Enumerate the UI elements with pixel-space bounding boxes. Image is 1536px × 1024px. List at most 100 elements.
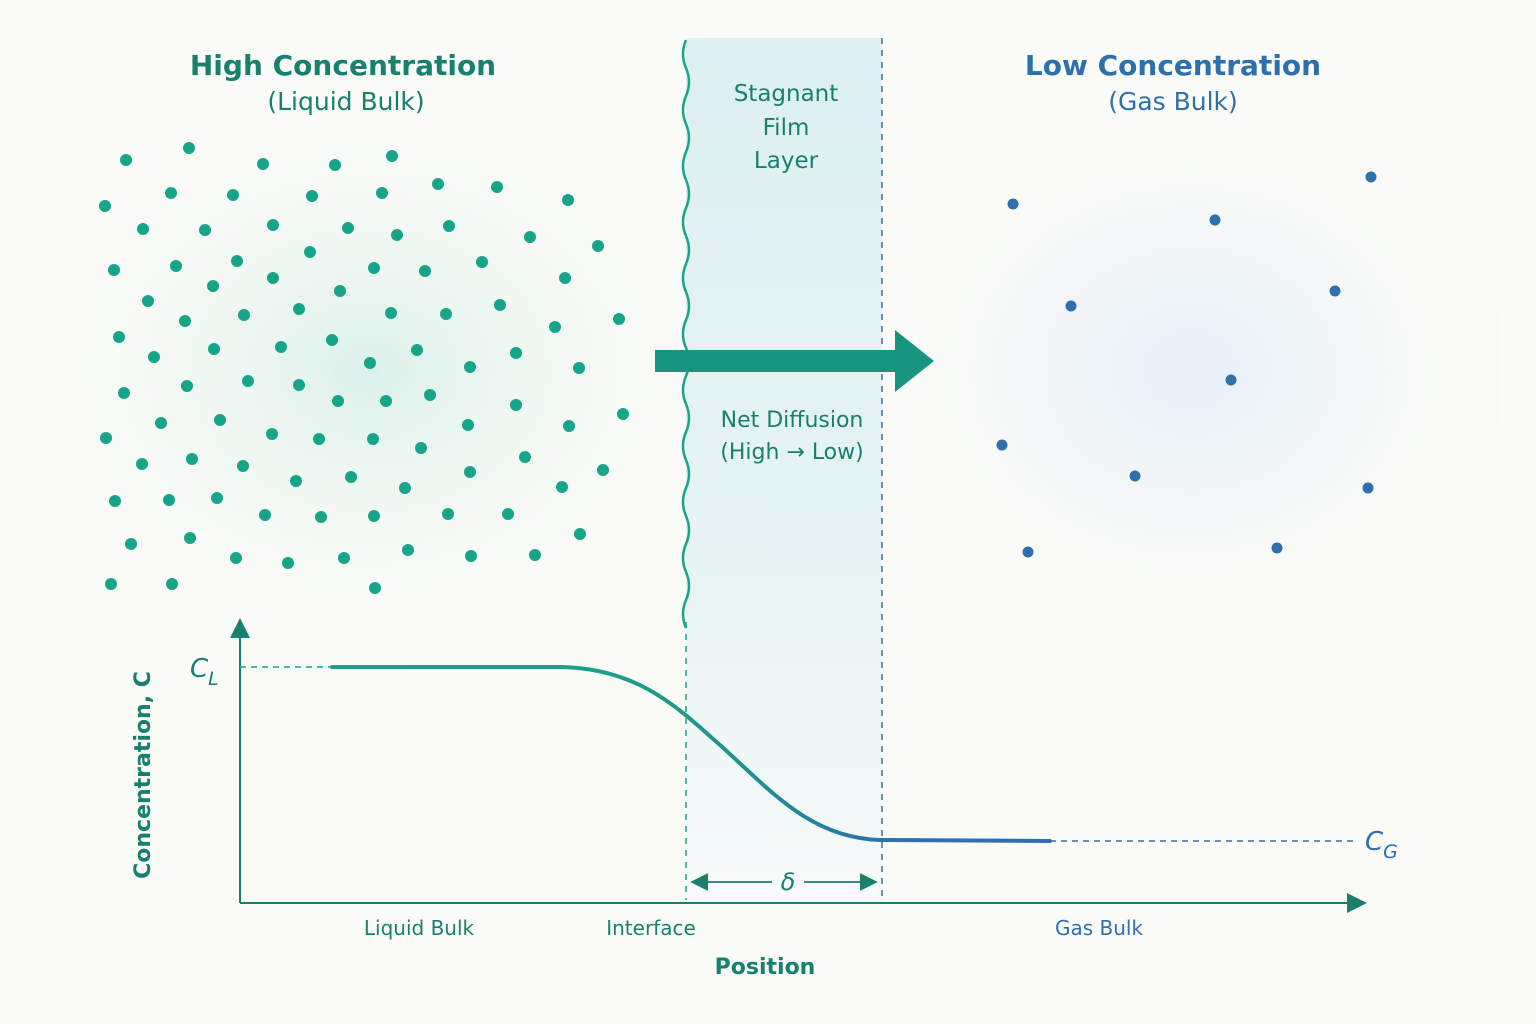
liquid-molecule (432, 178, 444, 190)
liquid-molecule (442, 508, 454, 520)
film-thickness-symbol: δ (781, 868, 796, 896)
gas-molecule (1022, 546, 1034, 558)
liquid-molecule (391, 229, 403, 241)
liquid-molecule (415, 442, 427, 454)
liquid-molecule (502, 508, 514, 520)
liquid-molecule (367, 433, 379, 445)
liquid-molecule (155, 417, 167, 429)
liquid-molecule (385, 307, 397, 319)
liquid-molecule (549, 321, 561, 333)
liquid-molecule (338, 552, 350, 564)
liquid-molecule (120, 154, 132, 166)
liquid-molecule (227, 189, 239, 201)
gas-molecule (1065, 300, 1077, 312)
net-diffusion-arrow (655, 330, 934, 392)
gas-title: Low Concentration (1025, 49, 1321, 82)
liquid-molecule (510, 399, 522, 411)
liquid-molecule (181, 380, 193, 392)
liquid-molecule (290, 475, 302, 487)
liquid-molecule (148, 351, 160, 363)
x-label-liquid-bulk: Liquid Bulk (364, 916, 475, 940)
gas-molecule (1365, 171, 1377, 183)
liquid-molecule (275, 341, 287, 353)
liquid-molecule (464, 466, 476, 478)
liquid-molecule (108, 264, 120, 276)
liquid-molecule (183, 142, 195, 154)
liquid-molecule (99, 200, 111, 212)
liquid-molecule (315, 511, 327, 523)
liquid-molecule (184, 532, 196, 544)
liquid-molecule (529, 549, 541, 561)
liquid-molecule (563, 420, 575, 432)
liquid-title: High Concentration (190, 49, 496, 82)
liquid-molecule (163, 494, 175, 506)
liquid-molecule (476, 256, 488, 268)
liquid-molecule (494, 299, 506, 311)
liquid-molecule (179, 315, 191, 327)
liquid-molecule (368, 510, 380, 522)
liquid-molecule (267, 219, 279, 231)
film-label-line2: Film (763, 115, 810, 141)
liquid-molecule (597, 464, 609, 476)
liquid-molecule (617, 408, 629, 420)
liquid-molecule (214, 414, 226, 426)
film-label-line1: Stagnant (734, 81, 839, 107)
liquid-molecule (170, 260, 182, 272)
liquid-molecule (207, 280, 219, 292)
liquid-molecule (231, 255, 243, 267)
liquid-molecule (369, 582, 381, 594)
liquid-molecule (386, 150, 398, 162)
liquid-molecule (118, 387, 130, 399)
liquid-molecule (574, 528, 586, 540)
liquid-molecule (462, 419, 474, 431)
liquid-molecule (364, 357, 376, 369)
gas-molecule (1007, 198, 1019, 210)
gas-molecule (1271, 542, 1283, 554)
liquid-molecule (592, 240, 604, 252)
liquid-molecule (329, 159, 341, 171)
liquid-molecule (559, 272, 571, 284)
liquid-molecule (376, 187, 388, 199)
liquid-molecule (282, 557, 294, 569)
liquid-molecule (399, 482, 411, 494)
liquid-molecule (186, 453, 198, 465)
interface-wavy-line (681, 39, 691, 629)
liquid-molecule (440, 308, 452, 320)
gas-molecule (996, 439, 1008, 451)
liquid-molecule (304, 246, 316, 258)
liquid-molecule (105, 578, 117, 590)
liquid-molecule (306, 190, 318, 202)
liquid-subtitle: (Liquid Bulk) (267, 87, 424, 116)
liquid-molecule (293, 303, 305, 315)
cl-label: CL (190, 654, 219, 690)
liquid-molecule (491, 181, 503, 193)
liquid-molecule (237, 460, 249, 472)
diffusion-label-line2: (High → Low) (720, 440, 863, 465)
liquid-molecule (402, 544, 414, 556)
gas-molecule (1129, 470, 1141, 482)
liquid-molecule (208, 343, 220, 355)
liquid-molecule (242, 375, 254, 387)
liquid-molecule (332, 395, 344, 407)
liquid-molecule (165, 187, 177, 199)
liquid-molecule (562, 194, 574, 206)
liquid-molecule (334, 285, 346, 297)
gas-subtitle: (Gas Bulk) (1108, 87, 1238, 116)
liquid-molecule (137, 223, 149, 235)
liquid-molecule (259, 509, 271, 521)
gas-particles (996, 171, 1377, 558)
x-axis-title: Position (715, 955, 816, 980)
liquid-molecule (443, 220, 455, 232)
liquid-particles (99, 142, 629, 594)
liquid-molecule (524, 231, 536, 243)
concentration-profile-curve (330, 665, 1052, 843)
gas-molecule (1225, 374, 1237, 386)
x-label-gas-bulk: Gas Bulk (1055, 916, 1143, 940)
y-axis-title: Concentration, C (131, 671, 156, 879)
liquid-molecule (211, 492, 223, 504)
cg-label: CG (1365, 827, 1398, 863)
liquid-molecule (125, 538, 137, 550)
gas-molecule (1209, 214, 1221, 226)
liquid-region-glow (40, 110, 700, 630)
